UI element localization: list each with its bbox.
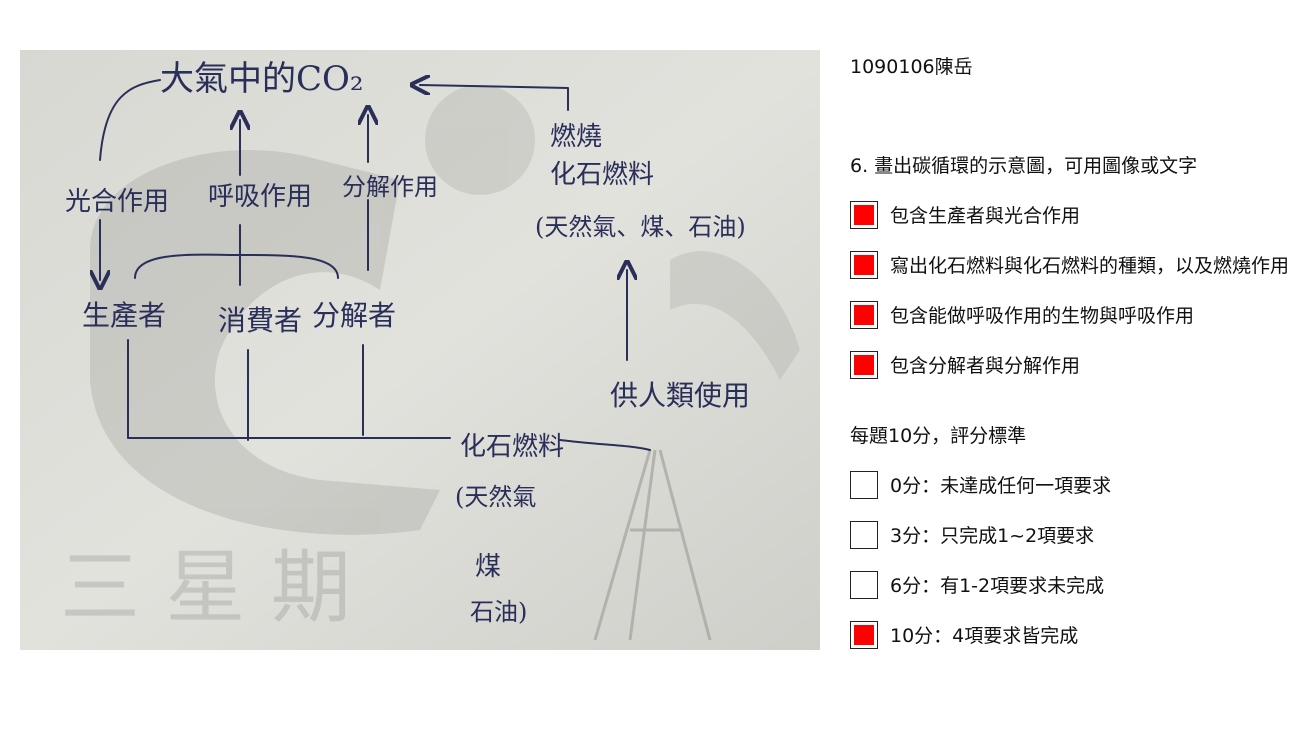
checked-mark [854, 255, 874, 275]
producer-label: 生產者 [82, 299, 166, 332]
photosynthesis-label: 光合作用 [65, 187, 169, 217]
cycle-lines [99, 79, 651, 451]
fuel-types-bottom-1: (天然氣 [455, 483, 536, 511]
consumer-label: 消費者 [218, 304, 302, 337]
fuel-types-bottom-3: 石油) [470, 598, 527, 626]
criterion-checkbox-2[interactable] [850, 251, 878, 279]
producer-to-fuel-line [127, 339, 451, 439]
criterion-checkbox-3[interactable] [850, 301, 878, 329]
rubric-checkbox-10[interactable] [850, 621, 878, 649]
rubric-label-3: 3分：只完成1~2項要求 [890, 525, 1095, 547]
atmosphere-to-photosynthesis-line [99, 79, 161, 161]
rubric-title: 每題10分，評分標準 [850, 425, 1027, 447]
print-text: 三 星 期 [60, 541, 351, 634]
fossil-fuel-bottom-label: 化石燃料 [460, 432, 564, 462]
criterion-label-4: 包含分解者與分解作用 [890, 355, 1081, 377]
criterion-label-3: 包含能做呼吸作用的生物與呼吸作用 [890, 305, 1195, 327]
carbon-cycle-photo: 三 星 期 大氣中的CO₂ 光合作用 呼吸作用 分解作用 燃燒 化石燃料 (天然… [20, 50, 820, 650]
rubric-checkbox-6[interactable] [850, 571, 878, 599]
student-id: 1090106陳岳 [850, 56, 973, 78]
rubric-checkbox-3[interactable] [850, 521, 878, 549]
fuel-types-bottom-2: 煤 [475, 552, 501, 582]
checked-mark [854, 625, 874, 645]
checked-mark [854, 205, 874, 225]
human-use-label: 供人類使用 [610, 379, 750, 412]
respiration-label: 呼吸作用 [208, 182, 312, 212]
rubric-label-6: 6分：有1-2項要求未完成 [890, 575, 1105, 597]
decomposer-label: 分解者 [312, 299, 396, 332]
carbon-cycle-drawing: 三 星 期 大氣中的CO₂ 光合作用 呼吸作用 分解作用 燃燒 化石燃料 (天然… [20, 50, 820, 650]
criterion-label-2: 寫出化石燃料與化石燃料的種類，以及燃燒作用 [890, 255, 1290, 277]
fuel-types-top-label: (天然氣、煤、石油) [535, 213, 746, 241]
rubric-label-10: 10分：4項要求皆完成 [890, 625, 1079, 647]
criterion-checkbox-4[interactable] [850, 351, 878, 379]
checked-mark [854, 305, 874, 325]
question-title: 6. 畫出碳循環的示意圖，可用圖像或文字 [850, 155, 1198, 177]
combustion-label: 燃燒 [550, 122, 602, 152]
rubric-checkbox-0[interactable] [850, 471, 878, 499]
criterion-label-1: 包含生產者與光合作用 [890, 205, 1081, 227]
organisms-bracket [134, 253, 339, 279]
checked-mark [854, 355, 874, 375]
rubric-label-0: 0分：未達成任何一項要求 [890, 475, 1112, 497]
combustion-arrow [420, 85, 569, 111]
atmosphere-co2-label: 大氣中的CO₂ [160, 59, 364, 99]
decomposition-label: 分解作用 [342, 173, 438, 201]
fossil-fuel-top-label: 化石燃料 [550, 160, 654, 190]
fuel-to-human-line [559, 439, 651, 451]
stool-shape [593, 449, 712, 641]
criterion-checkbox-1[interactable] [850, 201, 878, 229]
